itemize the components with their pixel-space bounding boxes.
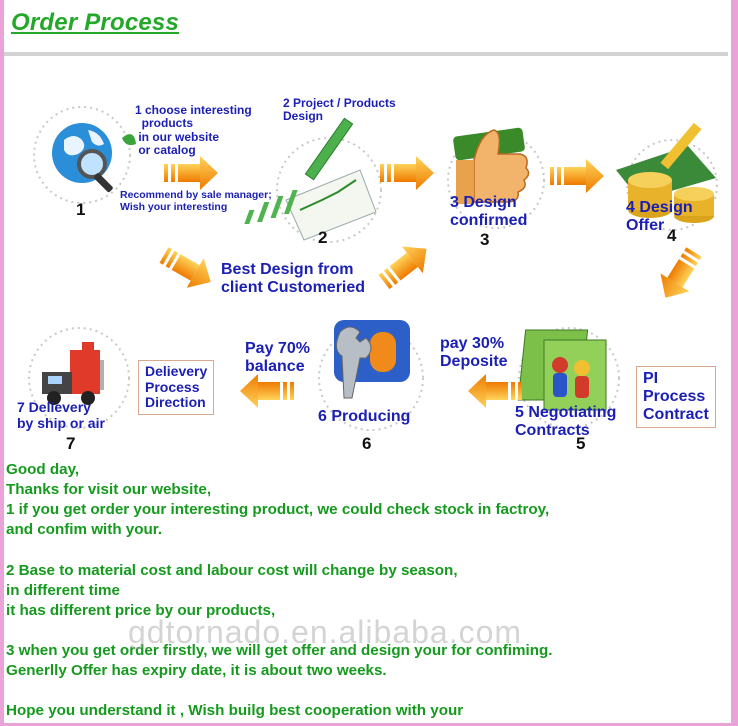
step6-number: 6: [362, 434, 371, 454]
step5-label: 5 Negotiating Contracts: [515, 404, 616, 440]
body-line-4: and confim with your.: [6, 520, 732, 540]
pi-contract-box: PI Process Contract: [636, 366, 716, 428]
delivery-process-box: Delievery Process Direction: [138, 360, 214, 415]
body-line-9: Generlly Offer has expiry date, it is ab…: [6, 661, 732, 681]
step7-label: 7 Delievery by ship or air: [17, 400, 105, 431]
step3-label: 3 Design confirmed: [450, 194, 527, 230]
watermark: gdtornado.en.alibaba.com: [128, 614, 522, 651]
frame-right: [731, 0, 738, 726]
step7-number: 7: [66, 434, 75, 454]
pay30-label: pay 30% Deposite: [440, 335, 508, 371]
truck-icon: [42, 342, 104, 405]
body-line-10: Hope you understand it , Wish builg best…: [6, 701, 732, 721]
body-line-5: 2 Base to material cost and labour cost …: [6, 561, 732, 581]
design-chart-icon: [244, 118, 376, 240]
step6-label: 6 Producing: [318, 408, 410, 426]
step2-number: 2: [318, 228, 327, 248]
thumbs-up-icon: [453, 127, 529, 204]
folder-icon: [518, 330, 606, 410]
step5-number: 5: [576, 434, 585, 454]
step3-number: 3: [480, 230, 489, 250]
step1-number: 1: [76, 200, 85, 220]
body-line-2: Thanks for visit our website,: [6, 480, 732, 500]
tools-icon: [334, 320, 410, 398]
pay70-label: Pay 70% balance: [245, 340, 310, 376]
body-line-6: in different time: [6, 581, 732, 601]
step4-label: 4 Design Offer: [626, 199, 693, 235]
step1-recommend-label: Recommend by sale manager; Wish your int…: [120, 190, 272, 214]
step4-number: 4: [667, 226, 676, 246]
step2-label: 2 Project / Products Design: [283, 97, 396, 124]
step1-label: 1 choose interesting products in our web…: [135, 104, 252, 158]
title-separator: [4, 52, 728, 56]
body-line-1: Good day,: [6, 460, 732, 480]
page-title: Order Process: [11, 9, 179, 37]
best-design-label: Best Design from client Customeried: [221, 261, 365, 297]
body-line-3: 1 if you get order your interesting prod…: [6, 500, 732, 520]
globe-icon: [52, 123, 136, 193]
order-process-diagram: 1 choose interesting products in our web…: [4, 60, 728, 456]
